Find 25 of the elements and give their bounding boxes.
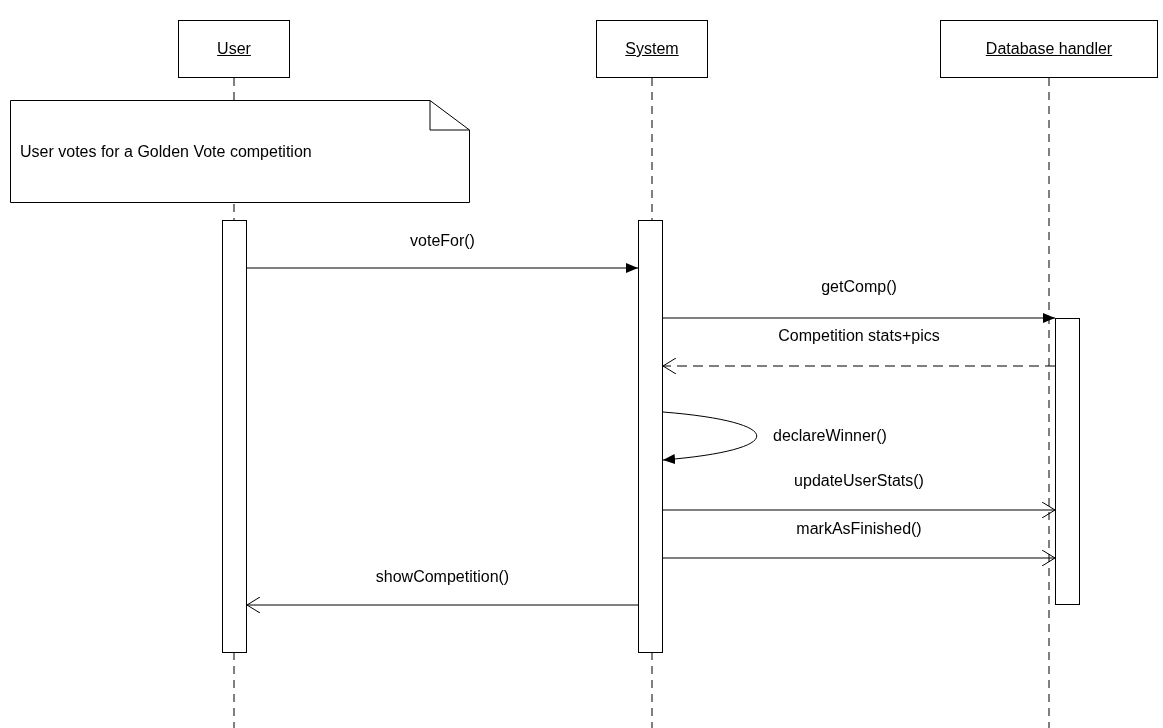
- lifeline-header: [940, 20, 1158, 78]
- message-arrow: [246, 596, 639, 614]
- message-label: declareWinner(): [773, 427, 887, 445]
- message-arrow: [662, 549, 1056, 567]
- note: [10, 100, 470, 203]
- message-label: getComp(): [821, 278, 897, 296]
- lifeline-name: System: [625, 40, 679, 58]
- self-message-arrow: [662, 411, 758, 464]
- message-label: Competition stats+pics: [778, 327, 940, 345]
- note-text: User votes for a Golden Vote competition: [20, 142, 312, 161]
- message-label: markAsFinished(): [796, 520, 922, 538]
- activation-bar: [638, 220, 663, 653]
- activation-bar: [1055, 318, 1080, 605]
- message-arrow: [246, 263, 639, 273]
- message-arrow: [662, 357, 1056, 375]
- activation-bar: [222, 220, 247, 653]
- lifeline-name: Database handler: [985, 40, 1113, 58]
- message-arrow: [662, 313, 1056, 323]
- lifeline-name: User: [217, 40, 251, 58]
- message-label: updateUserStats(): [794, 472, 924, 490]
- message-arrow: [662, 501, 1056, 519]
- message-label: voteFor(): [410, 232, 475, 250]
- message-label: showCompetition(): [375, 568, 510, 586]
- lifeline-header: [178, 20, 290, 78]
- lifeline-header: [596, 20, 708, 78]
